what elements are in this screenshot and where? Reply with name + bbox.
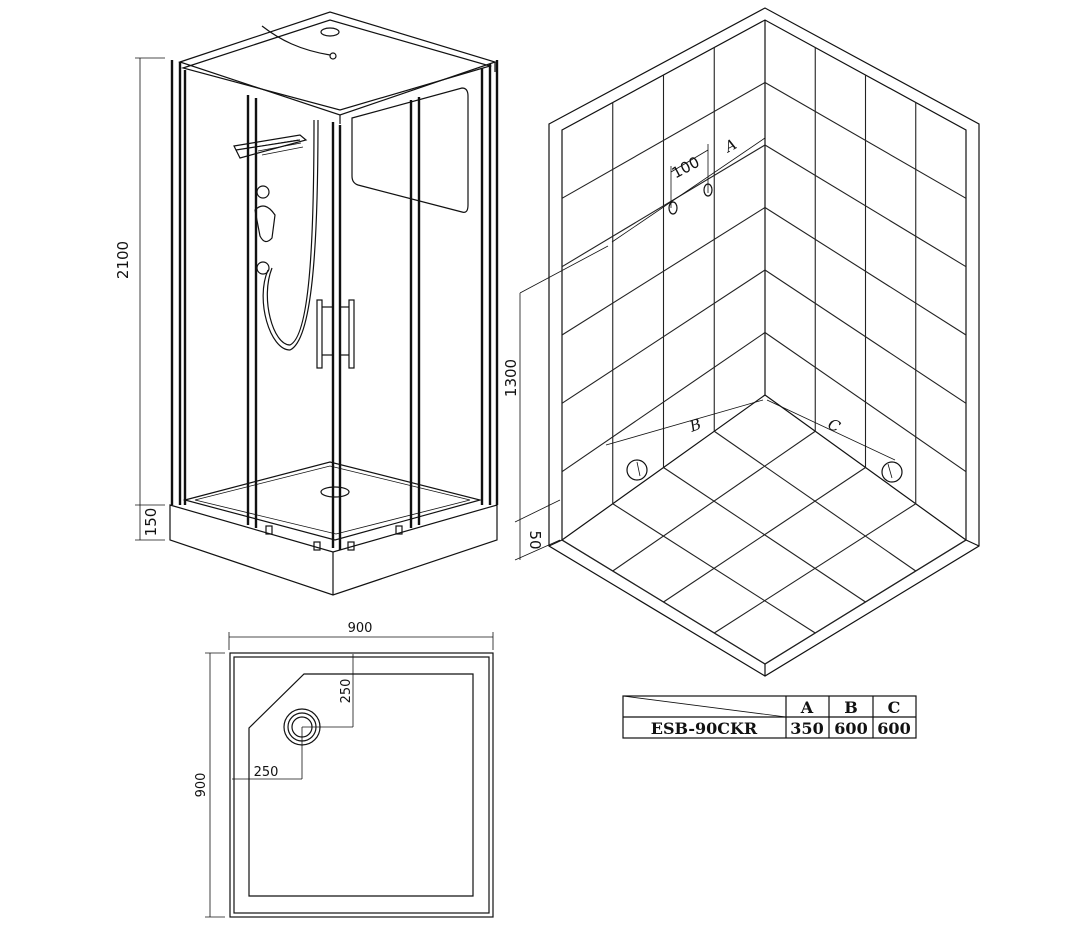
- tray-plan-view: 900 900 250 250: [194, 621, 494, 918]
- wall-tiles: [561, 47, 967, 665]
- tile-line: [561, 539, 766, 665]
- height-dimension: 2100 150: [114, 57, 165, 541]
- tile-line: [764, 269, 967, 404]
- spacing-label: 100: [669, 153, 703, 182]
- tile-line: [561, 82, 766, 199]
- point-b-label: B: [686, 415, 703, 436]
- point-c-label: C: [825, 415, 843, 436]
- height-total-label: 2100: [114, 241, 132, 279]
- tile-line: [713, 503, 917, 634]
- tile-line: [561, 269, 766, 404]
- table-value-a: 350: [790, 719, 823, 738]
- width-label: 900: [348, 621, 373, 636]
- tile-line: [561, 144, 766, 268]
- tiled-corner-view: 1300 50 100 A B C: [502, 7, 980, 677]
- tile-line: [764, 144, 967, 268]
- tile-line: [561, 207, 766, 336]
- depth-label: 900: [194, 773, 209, 798]
- outlet-height-label: 50: [526, 530, 544, 549]
- point-a-label: A: [720, 135, 740, 157]
- tile-line: [764, 332, 967, 473]
- shower-cabin-view: 2100 150: [114, 11, 499, 596]
- tile-line: [663, 467, 866, 603]
- drain-x-label: 250: [254, 765, 279, 780]
- table-model: ESB-90CKR: [651, 719, 758, 738]
- table-header-b: B: [844, 698, 858, 717]
- inlet-height-label: 1300: [502, 359, 520, 397]
- tile-line: [612, 430, 816, 572]
- tile-line: [764, 207, 967, 336]
- tile-line: [561, 332, 766, 473]
- tile-line: [764, 82, 967, 199]
- drain-y-label: 250: [339, 679, 354, 704]
- tile-line: [764, 539, 967, 665]
- tray-height-label: 150: [142, 508, 160, 537]
- table-header-a: A: [800, 698, 814, 717]
- dimension-table: A B C ESB-90CKR 350 600 600: [622, 695, 917, 739]
- table-value-c: 600: [877, 719, 910, 738]
- table-header-c: C: [888, 698, 901, 717]
- table-value-b: 600: [834, 719, 867, 738]
